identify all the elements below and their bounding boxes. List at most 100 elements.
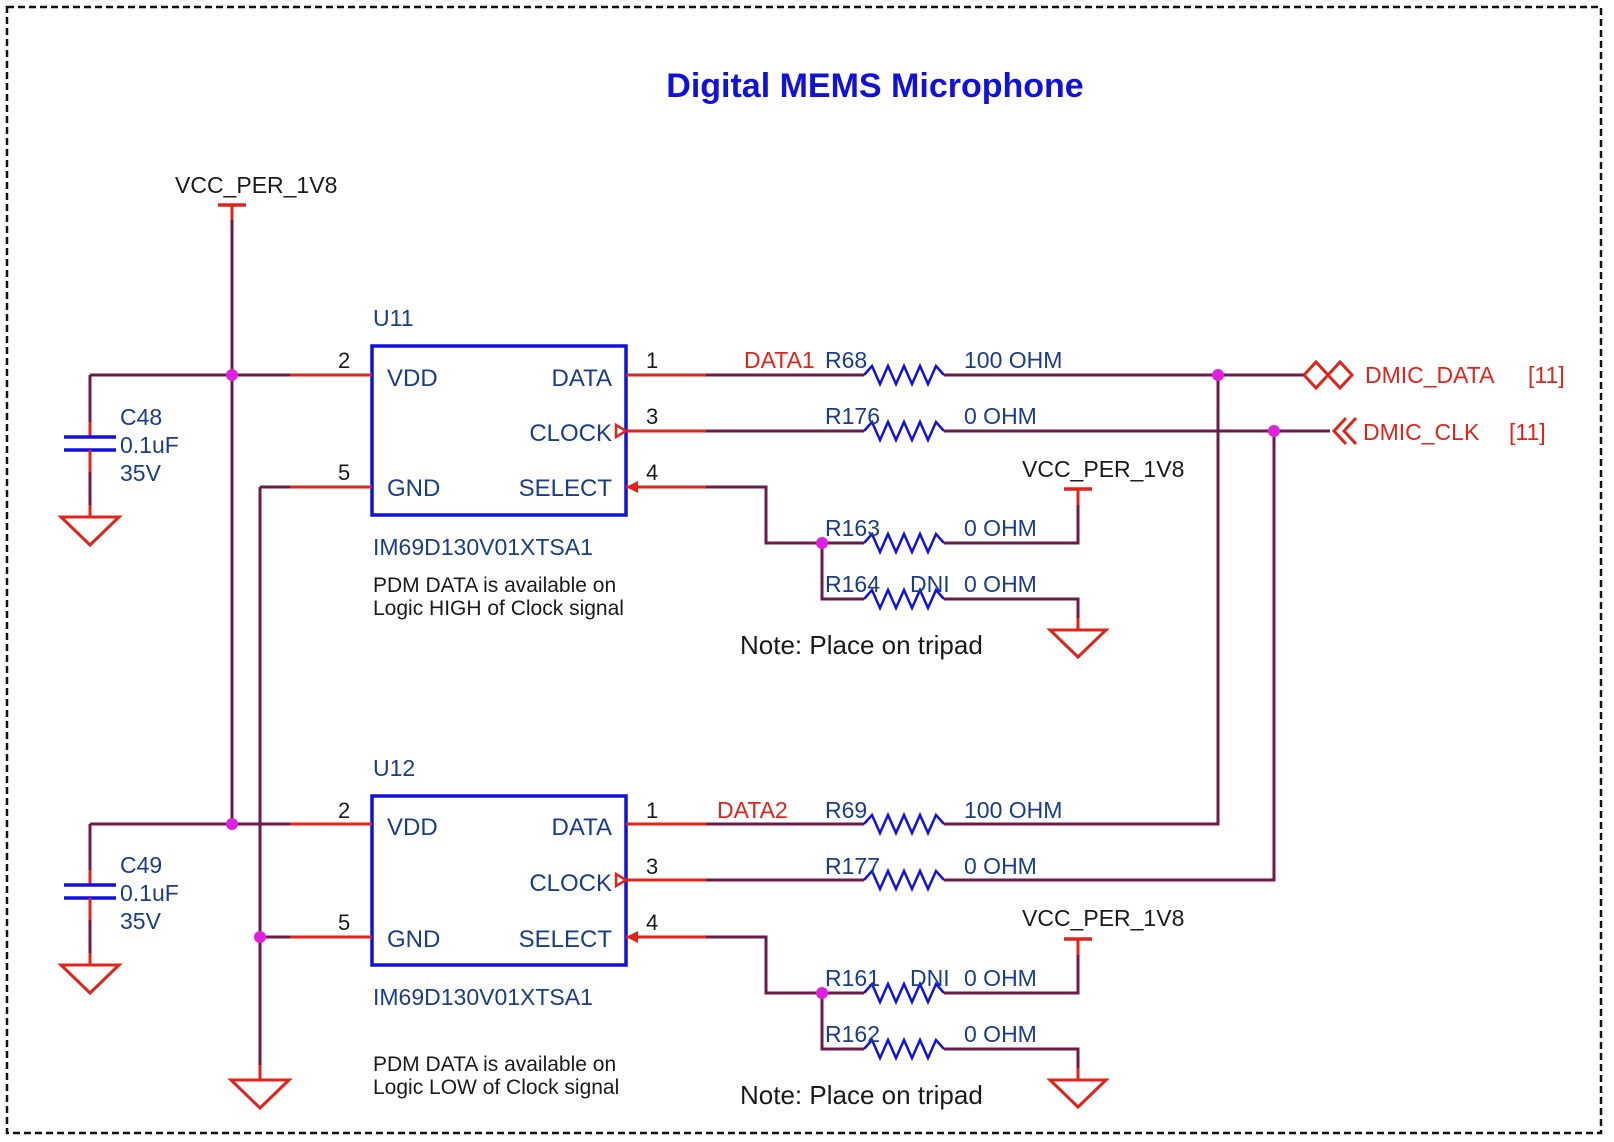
u12-note-line1: PDM DATA is available on	[373, 1053, 616, 1076]
u11-select-input-arrow	[626, 481, 638, 493]
u11-pinnum-gnd: 5	[338, 460, 350, 485]
junction-dot	[1268, 425, 1280, 437]
r162-ground-symbol	[1046, 1078, 1110, 1110]
u11-ref: U11	[373, 305, 414, 331]
r164-value: 0 OHM	[964, 571, 1037, 597]
c49-value: 0.1uF	[120, 880, 179, 906]
r177-wire-right	[944, 431, 1276, 882]
r163-value: 0 OHM	[964, 515, 1037, 541]
u12-pin-clock: CLOCK	[529, 870, 612, 897]
r177-resistor	[863, 867, 945, 893]
dmic-data-port	[1302, 359, 1331, 391]
u12-data-net: DATA2	[717, 797, 788, 823]
r176-value: 0 OHM	[964, 403, 1037, 429]
r164-wire-left	[820, 543, 864, 601]
dmic-data-label: DMIC_DATA	[1365, 362, 1495, 388]
r161-resistor	[863, 980, 945, 1006]
c48-ground-symbol	[57, 515, 123, 548]
r161-vcc-label: VCC_PER_1V8	[1022, 905, 1184, 931]
c49-voltage: 35V	[120, 908, 162, 934]
u11-pin-gnd: GND	[387, 475, 440, 502]
junction-dot	[816, 537, 828, 549]
c49-ground-symbol	[57, 963, 123, 996]
u11-pin-vdd: VDD	[387, 365, 438, 392]
r163-wire-right	[944, 505, 1080, 545]
c48-voltage: 35V	[120, 460, 162, 486]
u12-note-line2: Logic LOW of Clock signal	[373, 1076, 619, 1099]
r162-wire-left	[820, 993, 864, 1051]
u12-pin-data: DATA	[552, 814, 612, 841]
dmic-clk-port-outer	[1341, 416, 1358, 446]
u11-pinnum-vdd: 2	[338, 348, 350, 373]
r164-ground-symbol	[1046, 628, 1110, 660]
r162-value: 0 OHM	[964, 1021, 1037, 1047]
r177-value: 0 OHM	[964, 853, 1037, 879]
r161-ref: R161	[825, 965, 880, 991]
r164-resistor	[863, 586, 945, 612]
junction-dot	[226, 369, 238, 381]
r164-ref: R164	[825, 571, 880, 597]
u11-pinnum-select: 4	[646, 460, 658, 485]
dmic-clk-label: DMIC_CLK	[1363, 419, 1480, 445]
r162-resistor	[863, 1036, 945, 1062]
u11-select-wire	[706, 485, 822, 545]
u11-part: IM69D130V01XTSA1	[373, 534, 593, 560]
u12-part: IM69D130V01XTSA1	[373, 984, 593, 1010]
u12-pinnum-data: 1	[646, 798, 658, 823]
u12-pinnum-clock: 3	[646, 854, 658, 879]
u11-pinnum-data: 1	[646, 348, 658, 373]
junction-dot	[1212, 369, 1224, 381]
vcc-label-top: VCC_PER_1V8	[175, 172, 337, 198]
r162-wire-right	[944, 1047, 1080, 1068]
r163-resistor	[863, 530, 945, 556]
dmic-clk-port	[1331, 416, 1348, 446]
c48-value: 0.1uF	[120, 432, 179, 458]
c49-ref: C49	[120, 852, 162, 878]
u12-ref: U12	[373, 755, 415, 781]
u11-pin-data: DATA	[552, 365, 612, 392]
r69-resistor	[863, 811, 945, 837]
r177-ref: R177	[825, 853, 880, 879]
u11-pinnum-clock: 3	[646, 404, 658, 429]
gnd-rail-ground-symbol	[227, 1078, 293, 1111]
u12-select-wire	[706, 935, 822, 995]
dmic-clk-ref: [11]	[1509, 419, 1546, 445]
r69-ref: R69	[825, 797, 867, 823]
r69-wire-right	[944, 375, 1220, 826]
r176-resistor	[863, 418, 945, 444]
r68-resistor	[863, 362, 945, 388]
junction-dot	[254, 931, 266, 943]
r163-ref: R163	[825, 515, 880, 541]
tripad-note-top: Note: Place on tripad	[740, 630, 983, 660]
u11-data-net: DATA1	[744, 347, 815, 373]
tripad-note-bottom: Note: Place on tripad	[740, 1080, 983, 1110]
u12-pin-select: SELECT	[519, 926, 613, 953]
r176-ref: R176	[825, 403, 880, 429]
r161-value: 0 OHM	[964, 965, 1037, 991]
junction-dot	[816, 987, 828, 999]
r68-value: 100 OHM	[964, 347, 1062, 373]
u11-note-line2: Logic HIGH of Clock signal	[373, 597, 624, 620]
u11-clock-input-arrow	[614, 422, 627, 440]
u12-pinnum-vdd: 2	[338, 798, 350, 823]
c48-ref: C48	[120, 404, 162, 430]
u11-note-line1: PDM DATA is available on	[373, 574, 616, 597]
u12-select-input-arrow	[626, 931, 638, 943]
u12-pinnum-select: 4	[646, 910, 658, 935]
dmic-data-ref: [11]	[1528, 362, 1565, 388]
u12-clock-input-arrow	[614, 871, 627, 889]
sheet-border	[5, 5, 1603, 1135]
r69-value: 100 OHM	[964, 797, 1062, 823]
r164-dni: DNI	[910, 571, 950, 597]
r162-ref: R162	[825, 1021, 880, 1047]
u12-pin-vdd: VDD	[387, 814, 438, 841]
dmic-data-port-outer	[1326, 359, 1355, 391]
r68-ref: R68	[825, 347, 867, 373]
r161-wire-right	[944, 955, 1080, 995]
r163-vcc-label: VCC_PER_1V8	[1022, 456, 1184, 482]
u11-pin-clock: CLOCK	[529, 420, 612, 447]
r161-dni: DNI	[910, 965, 950, 991]
r164-wire-right	[944, 597, 1080, 618]
u12-pinnum-gnd: 5	[338, 910, 350, 935]
